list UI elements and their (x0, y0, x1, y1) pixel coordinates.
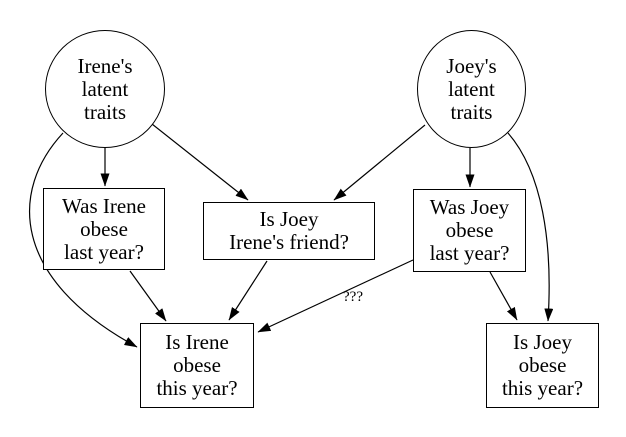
edge-label-question-marks: ??? (343, 289, 363, 305)
edge-was-joey-obese-to-is-irene-obese (257, 259, 414, 333)
node-label: Is Irene obese this year? (156, 330, 238, 400)
node-is-irene-obese-this-year: Is Irene obese this year? (140, 323, 254, 408)
node-irene-latent-traits: Irene's latent traits (45, 30, 165, 148)
edge-was-joey-obese-to-is-joey-obese (489, 271, 518, 321)
node-joey-latent-traits: Joey's latent traits (417, 30, 526, 148)
node-label: Was Irene obese last year? (61, 193, 146, 264)
edge-joey-latent-to-friend (333, 124, 426, 201)
node-label: Is Joey obese this year? (501, 330, 584, 400)
node-is-joey-obese-this-year: Is Joey obese this year? (486, 323, 599, 408)
edge-joey-latent-to-is-joey-obese (507, 132, 554, 322)
edge-was-irene-obese-to-is-irene-obese (129, 270, 167, 322)
node-was-joey-obese-last-year: Was Joey obese last year? (413, 189, 526, 272)
node-label: Was Joey obese last year? (429, 195, 510, 265)
edge-irene-latent-to-is-irene-obese (28, 132, 138, 348)
node-is-joey-irenes-friend: Is Joey Irene's friend? (203, 202, 375, 260)
edge-friend-to-is-irene-obese (228, 260, 268, 321)
edge-irene-latent-to-friend (151, 123, 249, 201)
node-label: Joey's latent traits (446, 53, 497, 124)
node-label: Irene's latent traits (77, 53, 133, 124)
node-was-irene-obese-last-year: Was Irene obese last year? (43, 188, 165, 270)
node-label: Is Joey Irene's friend? (229, 207, 349, 254)
